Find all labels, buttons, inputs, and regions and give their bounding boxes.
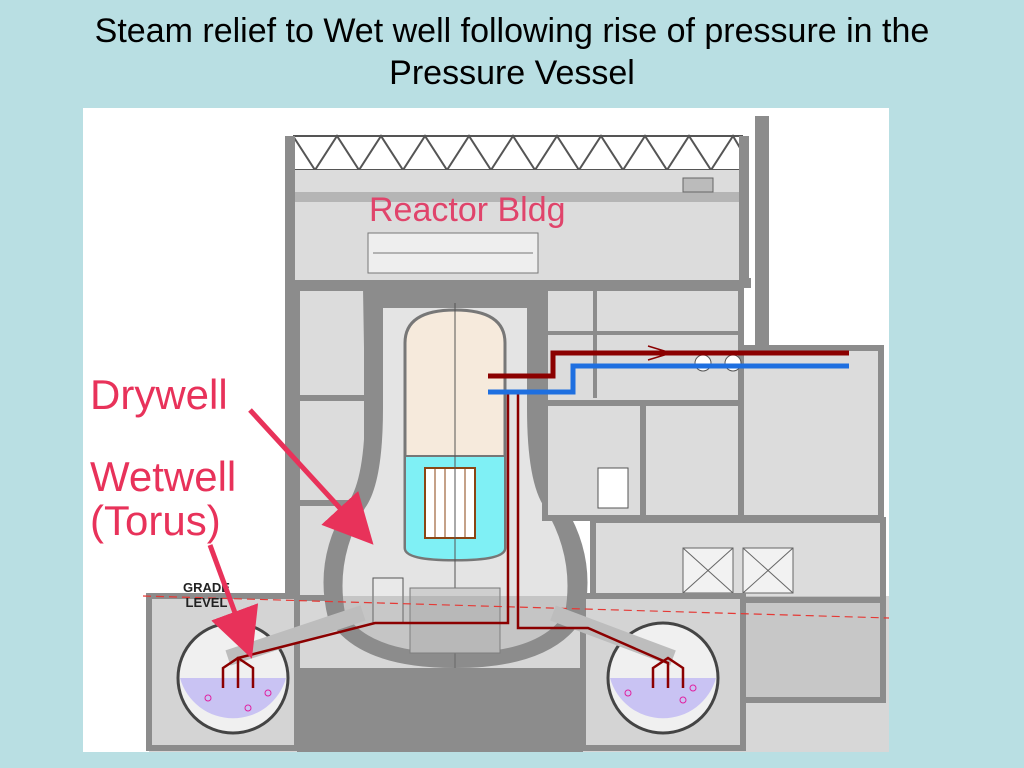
feedwater-line (488, 363, 849, 395)
reactor-building-diagram: Reactor Bldg GRADE LEVEL (83, 108, 889, 752)
reactor-building-label: Reactor Bldg (369, 191, 566, 229)
slide-title-line-1: Steam relief to Wet well following rise … (94, 12, 930, 50)
roof-truss (292, 134, 744, 172)
wetwell-callout-line-2: (Torus) (90, 497, 221, 544)
grade-level-label-line-2: LEVEL (185, 595, 228, 610)
reactor-pressure-vessel (403, 303, 507, 738)
crane-trolley (682, 177, 714, 193)
grade-level-label-line-1: GRADE (183, 580, 230, 595)
grade-level-label: GRADE LEVEL (183, 580, 230, 610)
wetwell-callout-line-1: Wetwell (90, 453, 237, 500)
vent-pipe-right (550, 605, 676, 666)
grade-level-line (142, 595, 889, 619)
drywell-callout: Drywell (90, 371, 228, 418)
diagram-canvas (142, 116, 889, 752)
slide-title: Steam relief to Wet well following rise … (0, 10, 1024, 94)
overhead-crane (295, 192, 739, 202)
slide-title-line-2: Pressure Vessel (389, 54, 635, 92)
main-steam-line (488, 345, 849, 379)
recirculation-pump (372, 577, 404, 624)
reactor-pedestal (409, 587, 501, 654)
wetwell-callout: Wetwell (Torus) (90, 455, 236, 543)
basemat (297, 668, 583, 752)
